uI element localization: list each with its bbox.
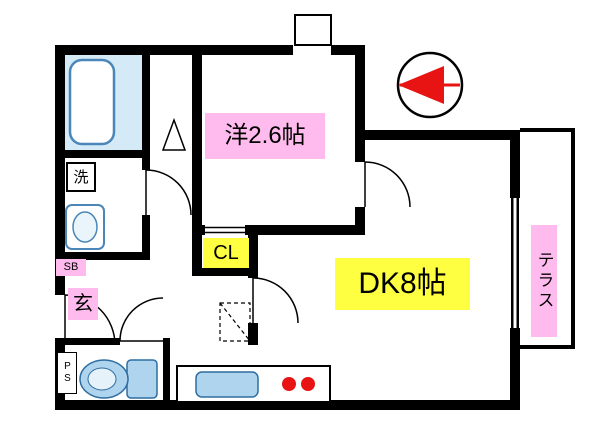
toilet-icon xyxy=(79,359,158,399)
washroom-door-arc xyxy=(145,169,192,216)
terrace-label: テラス xyxy=(531,225,557,337)
bathtub-icon xyxy=(68,58,116,146)
compass-icon xyxy=(396,51,464,119)
sink-icon xyxy=(195,371,259,398)
hall-dk-door-arc xyxy=(252,277,299,324)
kitchen-counter xyxy=(176,365,331,403)
western-room-label: 洋2.6帖 xyxy=(205,113,325,159)
terrace-outline xyxy=(520,128,575,349)
stove-burner-right-icon xyxy=(301,377,315,391)
toilet-door-arc xyxy=(119,297,164,342)
pipe-space-label: PS xyxy=(57,352,77,394)
shoe-box-label: SB xyxy=(56,259,86,276)
laundry-label: 洗 xyxy=(66,162,96,192)
refrigerator-space xyxy=(219,302,251,342)
closet-label: CL xyxy=(203,238,249,268)
folding-door-triangle xyxy=(161,117,187,151)
sliding-door xyxy=(511,198,519,328)
stove-burner-left-icon xyxy=(282,377,296,391)
closet-door-lines xyxy=(205,226,245,234)
washbasin-icon xyxy=(65,204,105,250)
dk-door-arc xyxy=(364,161,411,208)
door-arcs xyxy=(64,161,411,346)
exterior-door-leaf xyxy=(294,14,332,46)
dining-kitchen-label: DK8帖 xyxy=(335,258,470,310)
entrance-label: 玄 xyxy=(68,288,98,320)
